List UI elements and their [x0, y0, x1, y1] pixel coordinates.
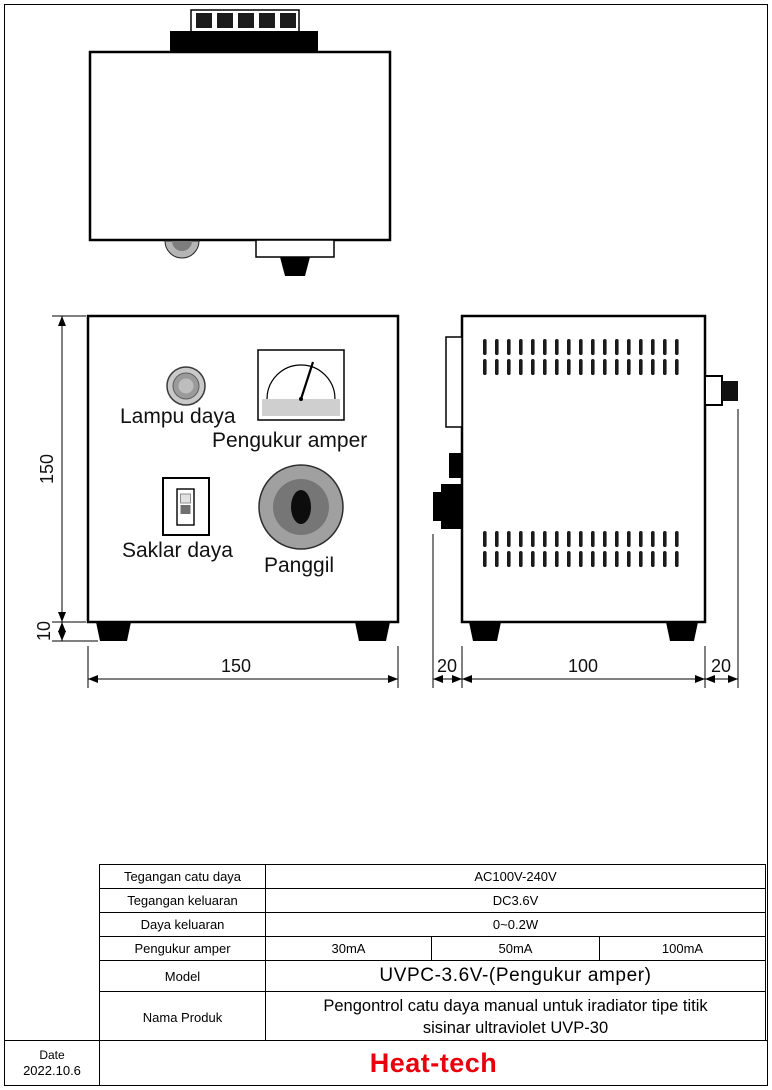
- model-value: UVPC-3.6V-(Pengukur amper): [264, 960, 767, 992]
- top-view: [88, 9, 392, 276]
- power-switch: [162, 477, 210, 536]
- front-panel-lip: [445, 336, 463, 428]
- spec-label: Daya keluaran: [99, 912, 266, 937]
- table-row-output-voltage: Tegangan keluaran DC3.6V: [99, 888, 767, 913]
- table-row-supply-voltage: Tegangan catu daya AC100V-240V: [99, 864, 767, 889]
- spec-value: 0~0.2W: [264, 912, 767, 937]
- spec-value: 30mA: [265, 936, 432, 961]
- product-name-value: Pengontrol catu daya manual untuk iradia…: [264, 991, 767, 1043]
- spec-label: Tegangan catu daya: [99, 864, 266, 889]
- dim-side-depth: 100: [568, 656, 598, 676]
- amp-meter: [257, 349, 345, 421]
- spec-label: Tegangan keluaran: [99, 888, 266, 913]
- switch-profile: [449, 453, 462, 478]
- spec-value: DC3.6V: [264, 888, 767, 913]
- label-dial: Panggil: [264, 554, 334, 577]
- product-name-line1: Pengontrol catu daya manual untuk iradia…: [323, 996, 708, 1015]
- front-view: Lampu daya Pengukur amper Saklar daya Pa…: [86, 314, 400, 641]
- dim-side-left: 20: [437, 656, 457, 676]
- date-box: Date 2022.10.6: [5, 1041, 100, 1085]
- date-label: Date: [39, 1048, 65, 1062]
- dial-profile: [433, 484, 462, 529]
- dial-knob: [258, 464, 344, 550]
- technical-drawing: Lampu daya Pengukur amper Saklar daya Pa…: [34, 9, 739, 688]
- table-row-ammeter: Pengukur amper 30mA 50mA 100mA: [99, 936, 767, 961]
- dimension-lines: [52, 315, 739, 688]
- brand-logo: Heat-tech: [369, 1047, 498, 1078]
- dim-height: 150: [37, 454, 57, 484]
- rear-connector-plug: [722, 381, 738, 401]
- terminal-screws: [196, 13, 296, 28]
- side-foot-right: [666, 622, 698, 641]
- power-lamp-indicator: [166, 366, 206, 406]
- dimension-labels: 150 10 150 20 100 20: [34, 454, 731, 676]
- rear-connector-base: [704, 375, 723, 406]
- spec-label: Pengukur amper: [99, 936, 266, 961]
- title-block: Date 2022.10.6 Heat-tech: [5, 1040, 767, 1085]
- front-foot-right: [355, 622, 390, 641]
- table-row-product-name: Nama Produk Pengontrol catu daya manual …: [99, 991, 767, 1043]
- front-view-body: [86, 314, 400, 624]
- cable-grommet-inner: [172, 241, 192, 251]
- outlet-plug: [280, 257, 310, 276]
- side-view: [433, 314, 738, 641]
- top-view-body: [88, 50, 392, 242]
- product-name-line2: sisinar ultraviolet UVP-30: [422, 1019, 609, 1037]
- label-power-switch: Saklar daya: [122, 539, 233, 562]
- spec-value: 100mA: [598, 936, 767, 961]
- side-foot-left: [469, 622, 501, 641]
- terminal-block: [170, 31, 318, 53]
- dim-side-right: 20: [711, 656, 731, 676]
- spec-table: Tegangan catu daya AC100V-240V Tegangan …: [99, 864, 767, 1043]
- spec-label: Model: [99, 960, 266, 992]
- label-power-lamp: Lampu daya: [120, 405, 236, 428]
- bottom-outlet: [255, 239, 335, 258]
- label-amp-meter: Pengukur amper: [212, 429, 367, 452]
- dim-foot: 10: [34, 621, 54, 641]
- table-row-output-power: Daya keluaran 0~0.2W: [99, 912, 767, 937]
- dim-width: 150: [221, 656, 251, 676]
- spec-value: 50mA: [431, 936, 600, 961]
- ventilation-slots: [483, 339, 679, 567]
- table-row-model: Model UVPC-3.6V-(Pengukur amper): [99, 960, 767, 992]
- spec-value: AC100V-240V: [264, 864, 767, 889]
- date-value: 2022.10.6: [23, 1063, 81, 1078]
- spec-label: Nama Produk: [99, 991, 266, 1043]
- front-foot-left: [96, 622, 131, 641]
